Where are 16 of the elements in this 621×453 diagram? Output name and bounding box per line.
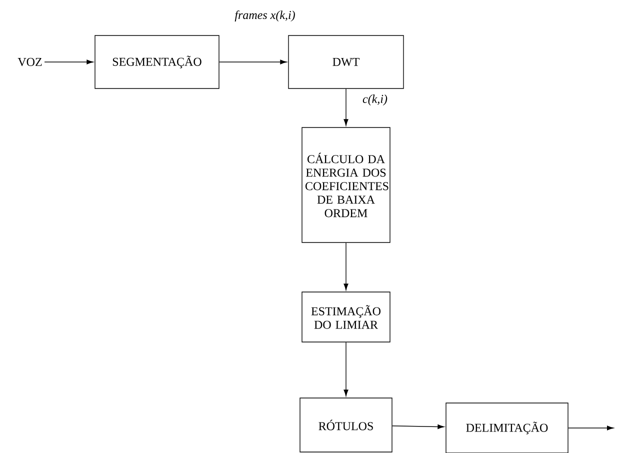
input-label: VOZ (18, 58, 42, 66)
arrow (392, 424, 444, 430)
process-box: CÁLCULO DA ENERGIA DOS COEFICIENTES DE BAIXA ORDEM (302, 127, 390, 243)
process-box: SEGMENTAÇÃO (94, 35, 220, 89)
process-box: RÓTULOS (300, 398, 392, 452)
arrow (44, 60, 94, 64)
process-box: ESTIMAÇÃO DO LIMIAR (302, 292, 390, 342)
arrow (344, 88, 348, 126)
arrow (568, 426, 614, 430)
edge-label: c(k,i) (362, 94, 388, 106)
process-box: DELIMITAÇÃO (446, 402, 568, 453)
arrow (344, 242, 348, 290)
arrow (219, 60, 287, 64)
process-box: DWT (288, 35, 404, 89)
edge-label: frames x(k,i) (234, 10, 296, 22)
arrow (344, 342, 348, 396)
